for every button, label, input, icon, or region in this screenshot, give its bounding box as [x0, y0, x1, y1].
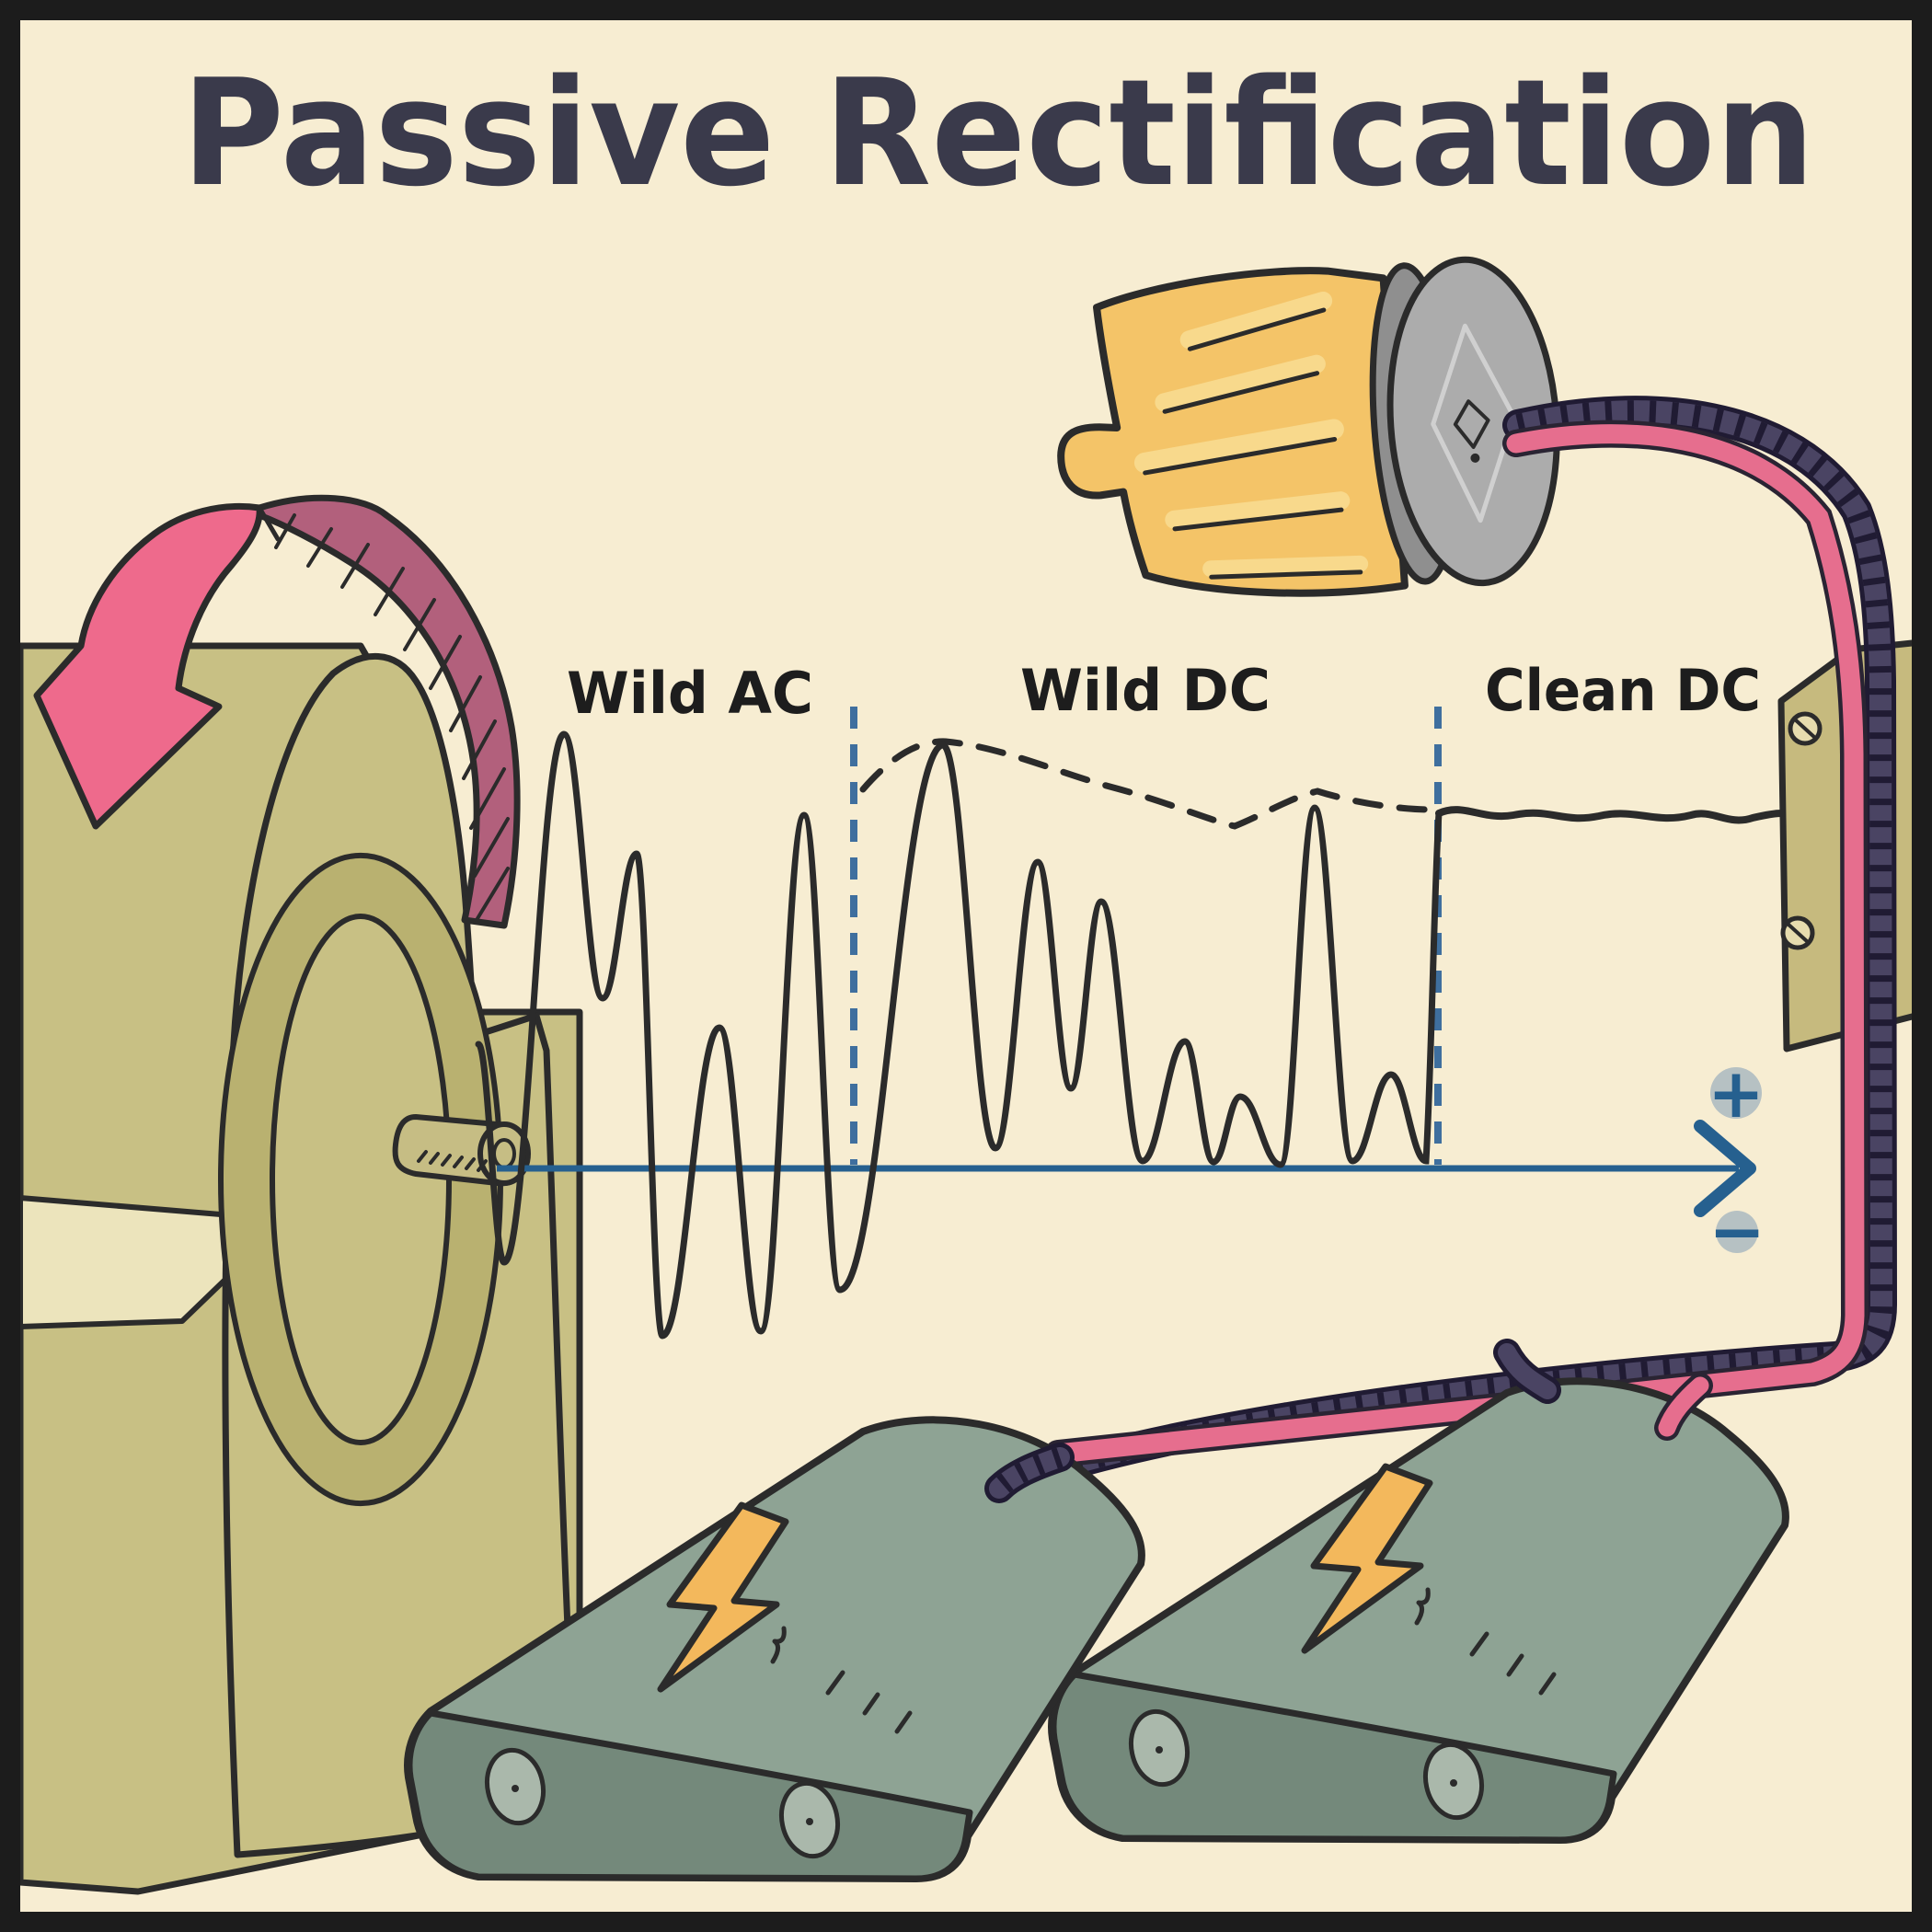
light-bulb — [1057, 256, 1560, 597]
label-clean-dc: Clean DC — [1485, 657, 1761, 724]
generator — [17, 642, 583, 1895]
label-wild-dc: Wild DC — [1020, 657, 1271, 724]
axis-arrowhead-icon — [1694, 1120, 1756, 1217]
voltage-waveform — [475, 730, 1443, 1340]
arrow-fold-line — [257, 505, 281, 542]
bulb-cap-diamond — [1431, 323, 1516, 523]
clean-dc-line — [1435, 806, 1785, 824]
arrow-hatch-lines — [274, 513, 510, 922]
waveform-plot: + − — [475, 707, 1785, 1340]
page-title: Passive Rectification — [182, 47, 1815, 219]
circuit-wires — [985, 396, 1898, 1503]
polarity-negative: − — [1708, 1192, 1765, 1271]
plus-icon: + — [1708, 1054, 1765, 1133]
crank-axle — [392, 1114, 531, 1187]
pink-wire — [1048, 424, 1865, 1464]
wire-stubs — [984, 1339, 1713, 1503]
pink-wire-outline — [1044, 420, 1869, 1467]
crank-rotation-arrow — [33, 494, 521, 929]
bulb-glow-streaks — [1133, 291, 1369, 580]
label-wild-ac: Wild AC — [567, 660, 813, 727]
dc-envelope-dashed — [859, 738, 1435, 830]
minus-icon: − — [1708, 1192, 1765, 1271]
polarity-positive: + — [1708, 1054, 1765, 1133]
arrow-pink-limb — [33, 502, 263, 830]
arrow-hatched-limb — [256, 494, 521, 929]
navy-wire — [990, 400, 1893, 1499]
